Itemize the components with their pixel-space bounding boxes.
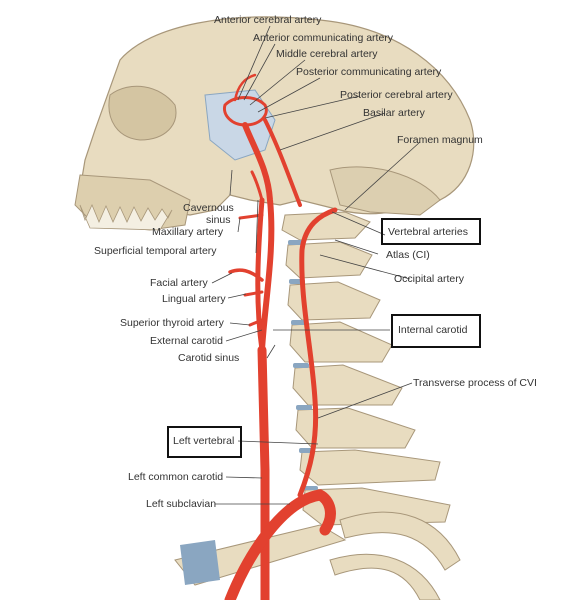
leader-lines (211, 25, 421, 505)
rib-2 (329, 553, 441, 600)
skull (74, 16, 475, 231)
label-posterior-cerebral-artery: Posterior cerebral artery (340, 89, 453, 101)
superficial-temporal-branch (250, 170, 264, 202)
label-maxillary-artery: Maxillary artery (152, 226, 224, 238)
label-middle-cerebral-artery: Middle cerebral artery (276, 48, 378, 60)
label-superficial-temporal-artery: Superficial temporal artery (94, 245, 217, 257)
highlight-box-left-vertebral (167, 426, 242, 458)
label-cavernous-sinus-line2: sinus (206, 214, 231, 226)
label-cavernous-sinus-line1: Cavernous (183, 202, 234, 214)
superior-thyroid-branch (248, 318, 264, 327)
subclavian-artery (224, 489, 336, 600)
lingual-branch (243, 290, 264, 297)
label-superior-thyroid-artery: Superior thyroid artery (120, 317, 224, 329)
label-atlas: Atlas (CI) (386, 249, 430, 261)
vertebra-c7 (299, 449, 441, 486)
label-facial-artery: Facial artery (150, 277, 208, 289)
label-posterior-communicating-artery: Posterior communicating artery (296, 66, 442, 78)
vertebra-c5 (292, 364, 403, 406)
label-carotid-sinus: Carotid sinus (178, 352, 240, 364)
label-anterior-cerebral-artery: Anterior cerebral artery (214, 14, 322, 26)
teeth (79, 204, 173, 231)
rib (339, 511, 461, 571)
occipital-bone (329, 166, 441, 216)
label-occipital-artery: Occipital artery (394, 273, 465, 285)
costal-cartilage (180, 540, 220, 585)
label-vertebral-arteries: Vertebral arteries (388, 226, 468, 238)
vertebra-t1 (302, 487, 451, 526)
common-carotid-artery (257, 345, 270, 600)
anterior-cerebral-branch (233, 73, 257, 102)
highlight-box-internal-carotid (391, 314, 481, 348)
basilar-artery-path (263, 118, 302, 207)
vertebra-c6 (295, 407, 416, 449)
label-foramen-magnum: Foramen magnum (397, 134, 483, 146)
label-internal-carotid: Internal carotid (398, 324, 468, 336)
label-anterior-communicating-artery: Anterior communicating artery (253, 32, 394, 44)
vertebral-artery (297, 207, 338, 498)
arteries (222, 73, 338, 600)
vertebra-c4 (289, 321, 393, 363)
vertebra-c2 (285, 241, 373, 279)
facial-branch (228, 268, 264, 282)
label-left-vertebral: Left vertebral (173, 435, 235, 447)
label-left-subclavian: Left subclavian (146, 498, 217, 510)
orbit (108, 85, 177, 141)
label-transverse-process-cvi: Transverse process of CVI (413, 377, 537, 389)
clavicle-and-ribs (174, 511, 461, 600)
label-basilar-artery: Basilar artery (363, 107, 425, 119)
label-lingual-artery: Lingual artery (162, 293, 226, 305)
external-carotid-artery-path (255, 197, 265, 353)
maxillary-branch (238, 213, 264, 220)
cranium (79, 16, 475, 216)
cervical-spine (281, 211, 451, 526)
vertebra-c3 (287, 281, 381, 321)
highlight-box-vertebral-arteries (381, 218, 481, 245)
internal-carotid-artery-path (242, 122, 275, 353)
label-external-carotid: External carotid (150, 335, 223, 347)
label-left-common-carotid: Left common carotid (128, 471, 224, 483)
